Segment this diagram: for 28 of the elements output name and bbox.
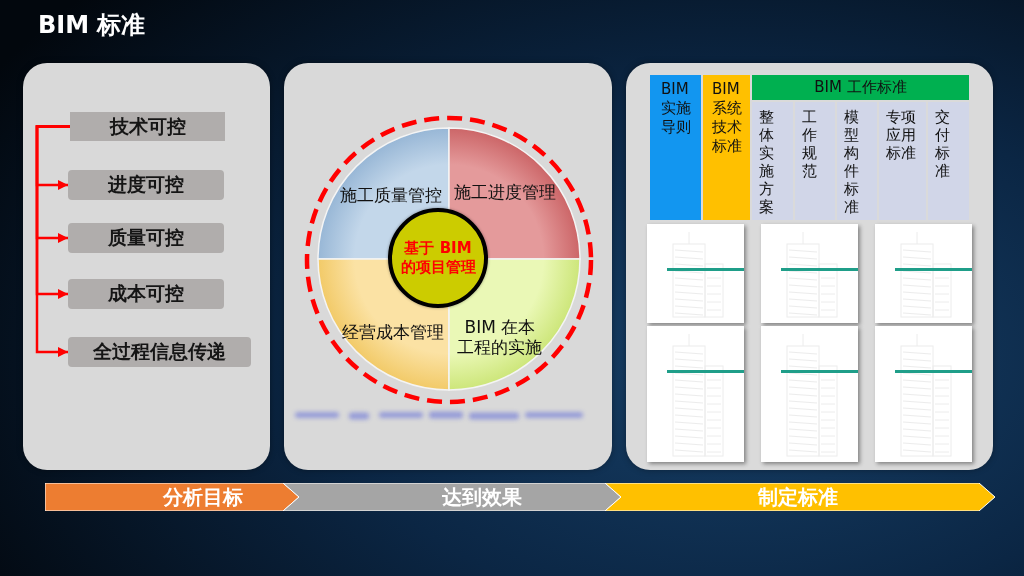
chevron-step	[605, 483, 995, 511]
segment-label: 施工进度管理	[454, 182, 556, 202]
item-box: 技术可控	[70, 112, 225, 141]
item-box: 进度可控	[68, 170, 224, 200]
table-cell: BIM系统技术标准	[703, 75, 750, 220]
item-box: 成本可控	[68, 279, 224, 309]
panel	[626, 63, 993, 470]
chevron-step	[45, 483, 299, 511]
table-cell: 工作规范	[795, 102, 835, 220]
step-label: 达到效果	[442, 485, 522, 509]
table-cell: BIM实施导则	[650, 75, 701, 220]
panel	[284, 63, 612, 470]
item-box: 全过程信息传递	[68, 337, 251, 367]
chevron-step	[283, 483, 621, 511]
table-cell: 模型构件标准	[837, 102, 877, 220]
table-cell: 专项应用标准	[879, 102, 926, 220]
arrow	[35, 125, 70, 190]
segment-label: 经营成本管理	[342, 322, 444, 342]
table-cell: 交付标准	[928, 102, 969, 220]
segment-label: 施工质量管控	[340, 185, 442, 205]
segment-label: BIM 在本工程的实施	[456, 317, 544, 357]
step-label: 制定标准	[758, 485, 838, 509]
item-box: 质量可控	[68, 223, 224, 253]
step-label: 分析目标	[163, 485, 243, 509]
title: BIM 标准	[38, 10, 146, 41]
table-cell: BIM 工作标准	[752, 75, 969, 100]
table-cell: 整体实施方案	[752, 102, 793, 220]
panel	[23, 63, 270, 470]
